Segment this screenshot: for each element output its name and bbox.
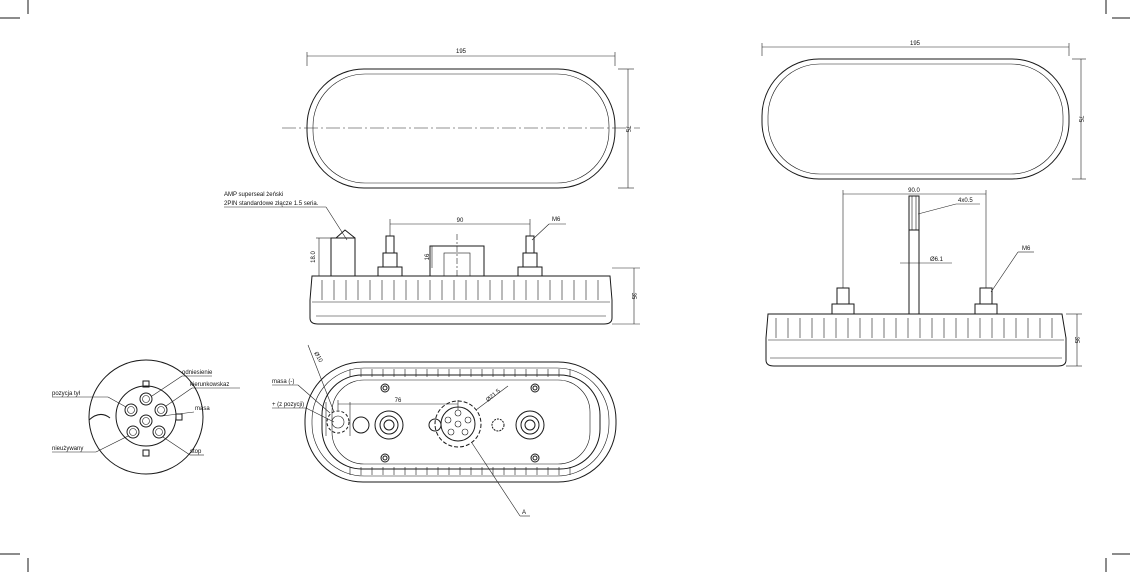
stud-pitch-label: 90 (457, 218, 464, 224)
housing-ribs (321, 280, 599, 300)
bottom-ribs (349, 369, 571, 475)
socket-height-label: 16 (425, 253, 431, 260)
connector-note-line2: 2PIN standardowe złącze 1.5 seria. (224, 201, 319, 207)
plus-label: + (z pozycji) (272, 402, 304, 408)
depth-label-right: 35 (1073, 337, 1079, 344)
connector-note-line1: AMP superseal żeński (224, 192, 283, 198)
masa-label: masa (-) (272, 379, 294, 385)
thread-label: M6 (552, 217, 561, 223)
depth-label: 35 (630, 293, 636, 300)
label-masa: masa (195, 406, 210, 412)
label-odniesienie: odniesienie (182, 370, 213, 376)
side-view-right: 90.0 4x0.5 Ø6.1 M6 35 (765, 188, 1082, 367)
cable-label: 4x0.5 (958, 198, 973, 204)
connector-height-label: 18.0 (311, 251, 317, 263)
height-dimension-label: 75 (624, 126, 630, 133)
dia10-label: Ø10 (312, 351, 323, 364)
label-pozycja-tyl: pozycja tył (52, 391, 81, 397)
side-view-left: 90 M6 18.0 16 35 (309, 217, 640, 325)
label-nieuzywany: nieużywany (52, 446, 83, 452)
bottom-view: Ø10 masa (-) + (z pozycji) 76 Ø21.5 A (272, 344, 617, 517)
width-dimension-label: 195 (456, 49, 467, 55)
housing-ribs-right (775, 318, 1053, 338)
label-kierunkowskaz: kierunkowskaz (190, 382, 229, 388)
height-dimension-label-right: 75 (1077, 116, 1083, 123)
spacing-label: 76 (395, 398, 402, 404)
top-view-right: 195 75 (761, 41, 1086, 180)
width-dimension-label-right: 195 (910, 41, 921, 47)
stud-pitch-label-right: 90.0 (908, 188, 920, 194)
label-stop: stop (190, 449, 202, 455)
section-label: A (522, 510, 526, 516)
pinout-diagram: odniesienie kierunkowskaz masa stop pozy… (52, 359, 240, 475)
cable-dia-label: Ø6.1 (930, 257, 944, 263)
top-view-left: 195 75 (282, 49, 640, 189)
connector-note: AMP superseal żeński 2PIN standardowe zł… (224, 192, 348, 241)
thread-label-right: M6 (1022, 246, 1031, 252)
